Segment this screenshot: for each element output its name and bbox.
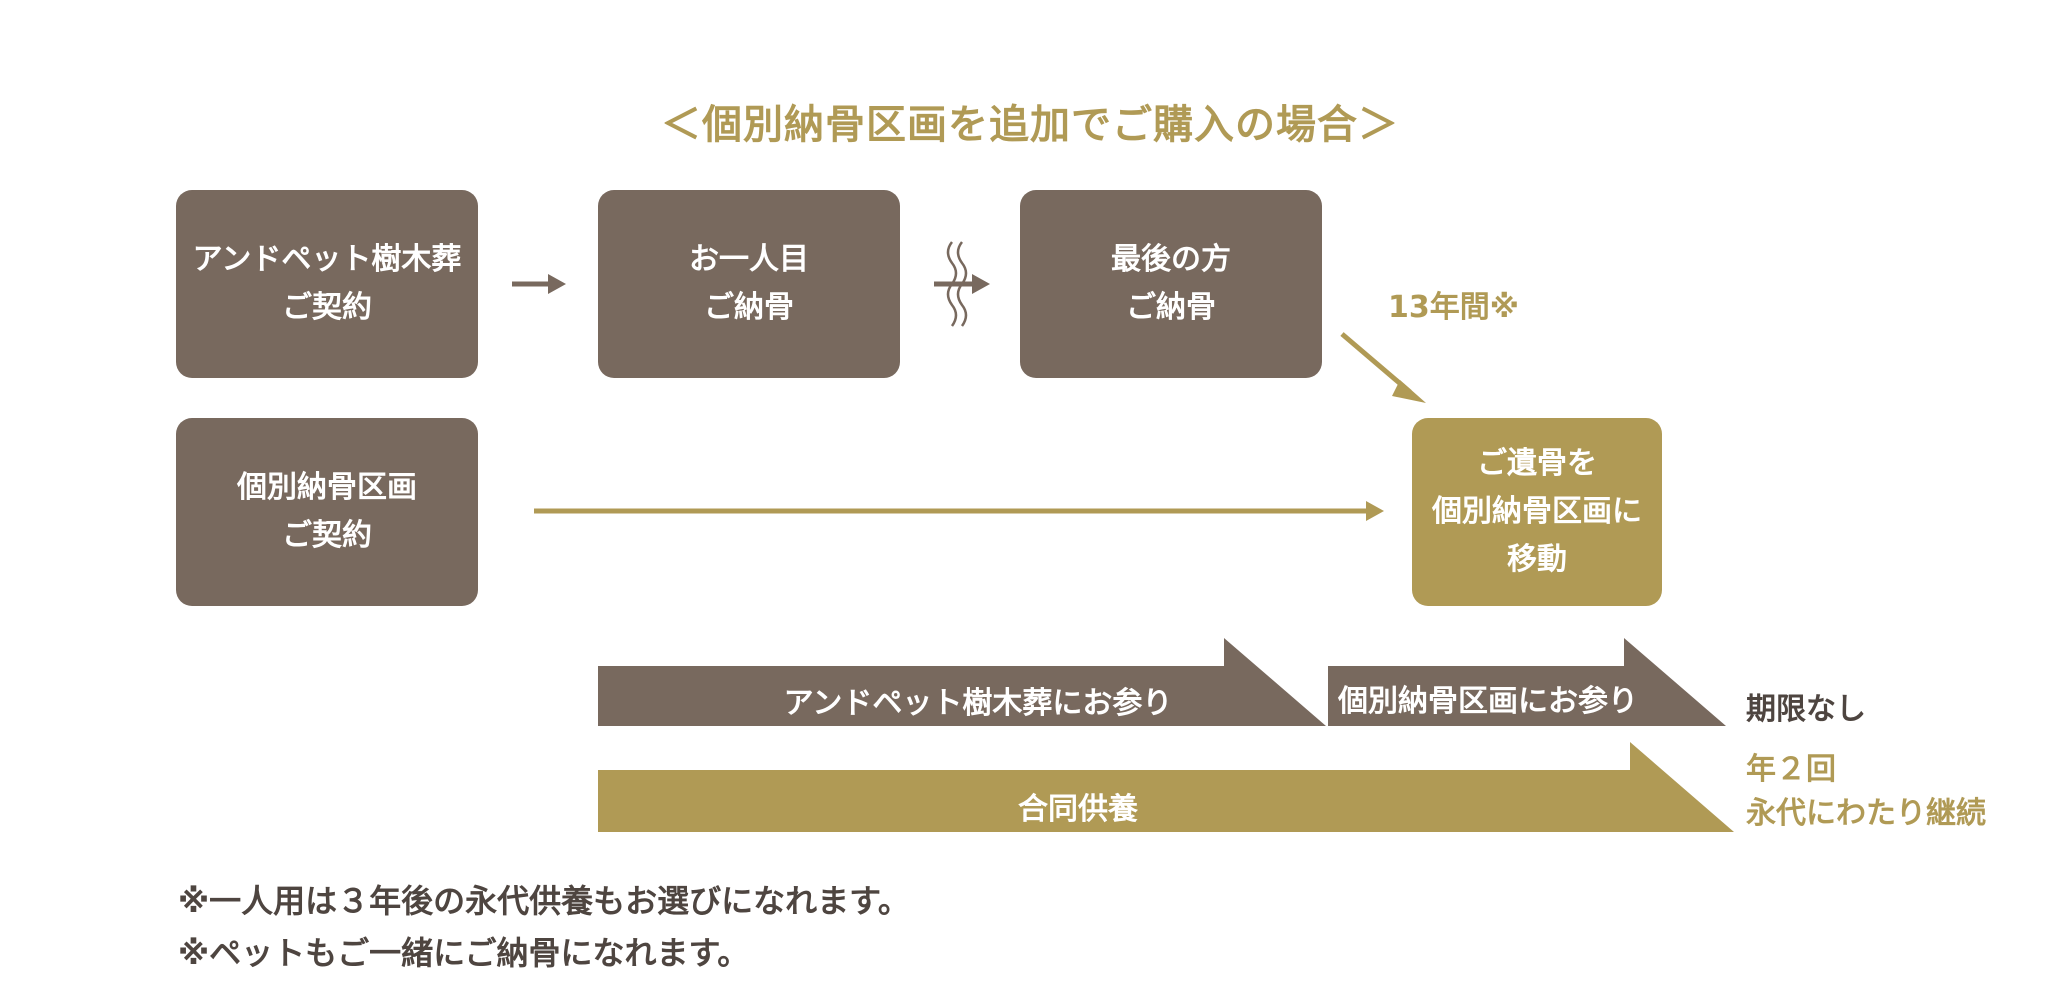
box-move-remains: ご遺骨を 個別納骨区画に 移動 xyxy=(1412,418,1662,606)
box-last-burial-line2: ご納骨 xyxy=(1126,290,1216,325)
time-gap-arrow-icon xyxy=(934,241,990,327)
no-limit-label: 期限なし xyxy=(1746,692,1866,727)
box-contract-tree-line2: ご契約 xyxy=(282,290,372,325)
long-arrow-icon xyxy=(534,501,1384,521)
box-contract-tree: アンドペット樹木葬 ご契約 xyxy=(176,190,478,378)
diagonal-arrow-icon xyxy=(1340,332,1426,403)
box-move-remains-line3: 移動 xyxy=(1507,542,1567,577)
box-contract-individual: 個別納骨区画 ご契約 xyxy=(176,418,478,606)
period-note: 13年間※ xyxy=(1388,290,1519,325)
box-contract-tree-line1: アンドペット樹木葬 xyxy=(192,242,462,277)
footnote-1: ※一人用は３年後の永代供養もお選びになれます。 xyxy=(178,882,910,920)
twice-yearly-line1: 年２回 xyxy=(1746,752,1836,787)
twice-yearly-line2: 永代にわたり継続 xyxy=(1746,796,1986,831)
box-contract-individual-line1: 個別納骨区画 xyxy=(237,470,417,505)
bar-visit-tree xyxy=(598,638,1326,726)
box-move-remains-line1: ご遺骨を xyxy=(1477,446,1597,481)
box-contract-individual-line2: ご契約 xyxy=(282,518,372,553)
box-first-burial-line1: お一人目 xyxy=(689,242,809,277)
footnote-2: ※ペットもご一緒にご納骨になれます。 xyxy=(178,934,750,972)
box-first-burial-line2: ご納骨 xyxy=(704,290,794,325)
twice-yearly-label: 年２回 永代にわたり継続 xyxy=(1746,748,1986,836)
box-last-burial: 最後の方 ご納骨 xyxy=(1020,190,1322,378)
arrow-right-icon xyxy=(512,274,566,294)
bar-visit-individual-label: 個別納骨区画にお参り xyxy=(1338,684,1638,719)
box-move-remains-line2: 個別納骨区画に xyxy=(1432,494,1642,529)
box-last-burial-line1: 最後の方 xyxy=(1111,242,1231,277)
bar-visit-individual xyxy=(1328,638,1726,726)
bar-joint-memorial xyxy=(598,742,1734,832)
diagram-title: ＜個別納骨区画を追加でご購入の場合＞ xyxy=(661,102,1399,148)
bar-joint-memorial-label: 合同供養 xyxy=(1018,792,1138,827)
bar-visit-tree-label: アンドペット樹木葬にお参り xyxy=(783,686,1173,721)
box-first-burial: お一人目 ご納骨 xyxy=(598,190,900,378)
